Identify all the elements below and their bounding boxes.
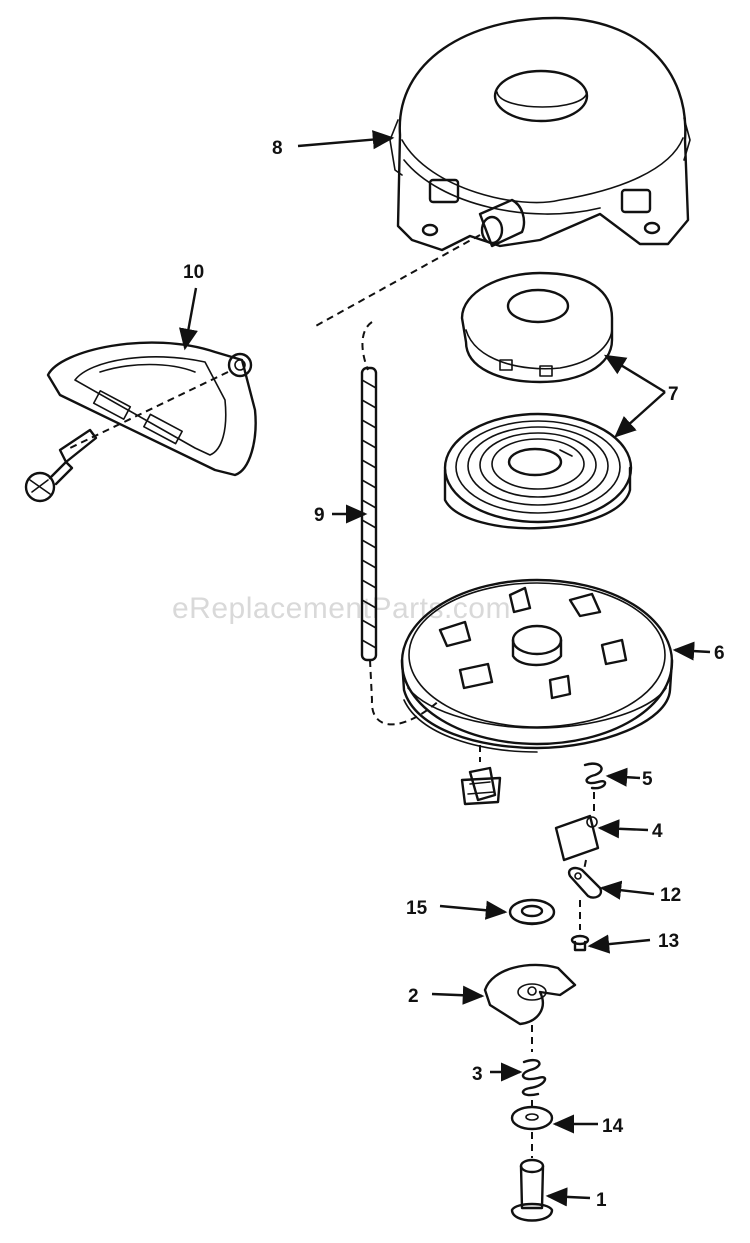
part-3-brake-spring	[521, 1058, 547, 1108]
callout-label-13: 13	[658, 931, 679, 952]
callout-label-7: 7	[668, 384, 679, 405]
part-15-washer	[508, 898, 556, 926]
callout-label-10: 10	[183, 262, 204, 283]
callout-label-1: 1	[596, 1190, 607, 1211]
part-2-brake-retainer	[483, 963, 577, 1052]
part-1-center-pin	[510, 1158, 554, 1222]
callout-label-2: 2	[408, 986, 419, 1007]
callout-label-15: 15	[406, 898, 428, 919]
part-4-pawl	[554, 814, 600, 871]
callout-label-12: 12	[660, 885, 681, 906]
callout-label-8: 8	[272, 138, 283, 159]
callout-label-3: 3	[472, 1064, 483, 1085]
part-7-spring-cup	[460, 271, 614, 384]
callout-label-14: 14	[602, 1116, 624, 1137]
callout-leaders	[179, 130, 711, 1207]
part-5-pawl-spring	[583, 762, 607, 812]
part-7-recoil-spring	[443, 412, 633, 530]
part-8-starter-housing	[389, 16, 691, 252]
callout-label-5: 5	[642, 769, 653, 790]
part-13-screw	[570, 934, 590, 952]
part-10-starter-handle	[24, 341, 257, 503]
part-14-washer	[510, 1105, 554, 1158]
callout-label-9: 9	[314, 505, 325, 526]
center-shaft	[460, 745, 502, 806]
callout-label-6: 6	[714, 643, 725, 664]
part-12-retainer-plate	[567, 866, 603, 930]
callout-label-4: 4	[652, 821, 663, 842]
part-6-starter-pulley	[400, 578, 674, 753]
